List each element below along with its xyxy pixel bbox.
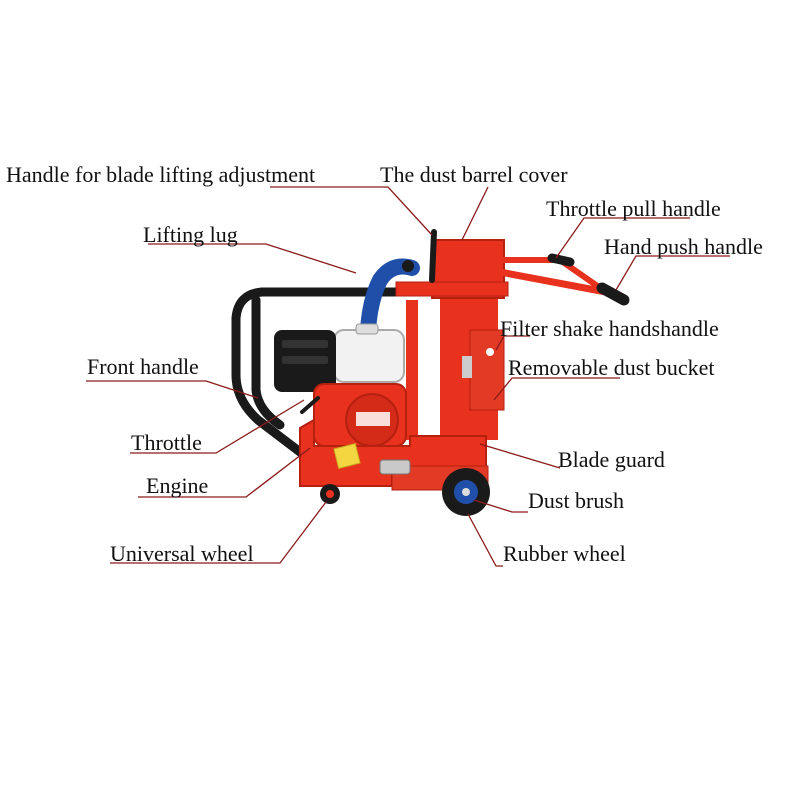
label-hand-push-handle: Hand push handle — [604, 234, 763, 259]
leader-lines — [86, 186, 730, 567]
label-filter-shake: Filter shake handshandle — [500, 316, 719, 341]
push-handle — [496, 268, 610, 296]
front-handle-frame — [231, 287, 405, 457]
label-handle-blade-lifting: Handle for blade lifting adjustment — [6, 162, 316, 187]
label-dust-barrel-cover: The dust barrel cover — [380, 162, 568, 187]
label-removable-dust-bucket: Removable dust bucket — [508, 355, 715, 380]
blade-lift-handle — [429, 229, 437, 283]
dust-bucket — [469, 329, 505, 411]
label-throttle: Throttle — [131, 430, 202, 455]
tag — [333, 443, 361, 469]
label-rubber-wheel: Rubber wheel — [503, 541, 626, 566]
fuel-tank — [333, 329, 405, 383]
label-universal-wheel: Universal wheel — [110, 541, 254, 566]
dust-hose — [360, 258, 420, 338]
label-front-handle: Front handle — [87, 354, 199, 379]
label-engine: Engine — [146, 473, 209, 498]
label-dust-brush: Dust brush — [528, 488, 624, 513]
label-lifting-lug: Lifting lug — [143, 222, 238, 247]
label-throttle-pull-handle: Throttle pull handle — [546, 196, 721, 221]
label-blade-guard: Blade guard — [558, 447, 665, 472]
